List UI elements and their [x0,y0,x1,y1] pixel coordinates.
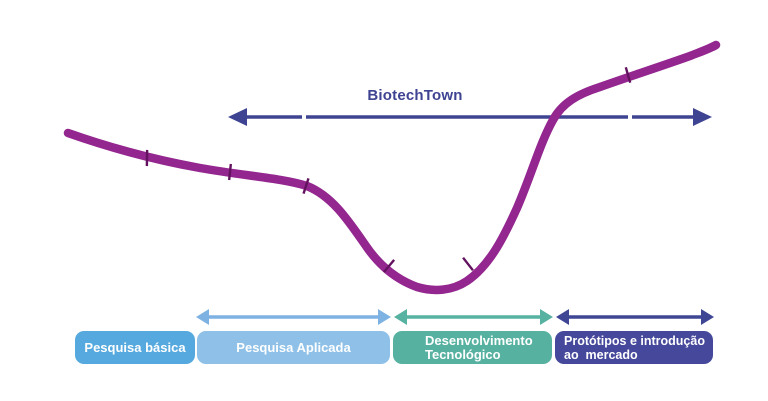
biotechtown-span-arrow [228,108,712,126]
phase-label-line1: Protótipos e introdução [564,333,705,348]
arrowhead-left-icon [196,309,209,325]
curve-tick [624,66,632,84]
innovation-curve [63,40,721,295]
phase-label-line2: Tecnológico [425,346,501,362]
curve-tick [382,259,396,273]
phase-box-desenvolvimento-tecnologico: Desenvolvimento Tecnológico [393,331,552,364]
biotechtown-label: BiotechTown [367,87,463,104]
phase-label: Pesquisa Aplicada [236,339,351,355]
arrowhead-right-icon [378,309,391,325]
arrowhead-left-icon [228,108,247,126]
desenvolvimento-tecnologico-arrow [394,309,553,325]
arrowhead-right-icon [693,108,712,126]
curve-tick [302,178,310,194]
curve-segment-ticks [145,66,632,273]
curve-tick [145,149,149,167]
pesquisa-aplicada-arrow [196,309,391,325]
phase-box-prototipos-mercado: Protótipos e introdução ao mercado [555,331,713,364]
arrowhead-right-icon [540,309,553,325]
phase-label-line2: ao mercado [564,347,638,362]
curve-tick [462,256,474,272]
phase-box-pesquisa-aplicada: Pesquisa Aplicada [197,331,390,364]
prototipos-mercado-arrow [556,309,714,325]
arrowhead-left-icon [394,309,407,325]
phase-label-line1: Desenvolvimento [425,332,533,348]
phase-label: Pesquisa básica [84,339,186,355]
phase-box-pesquisa-basica: Pesquisa básica [75,331,195,364]
arrowhead-right-icon [701,309,714,325]
curve-tick [227,163,233,181]
arrowhead-left-icon [556,309,569,325]
